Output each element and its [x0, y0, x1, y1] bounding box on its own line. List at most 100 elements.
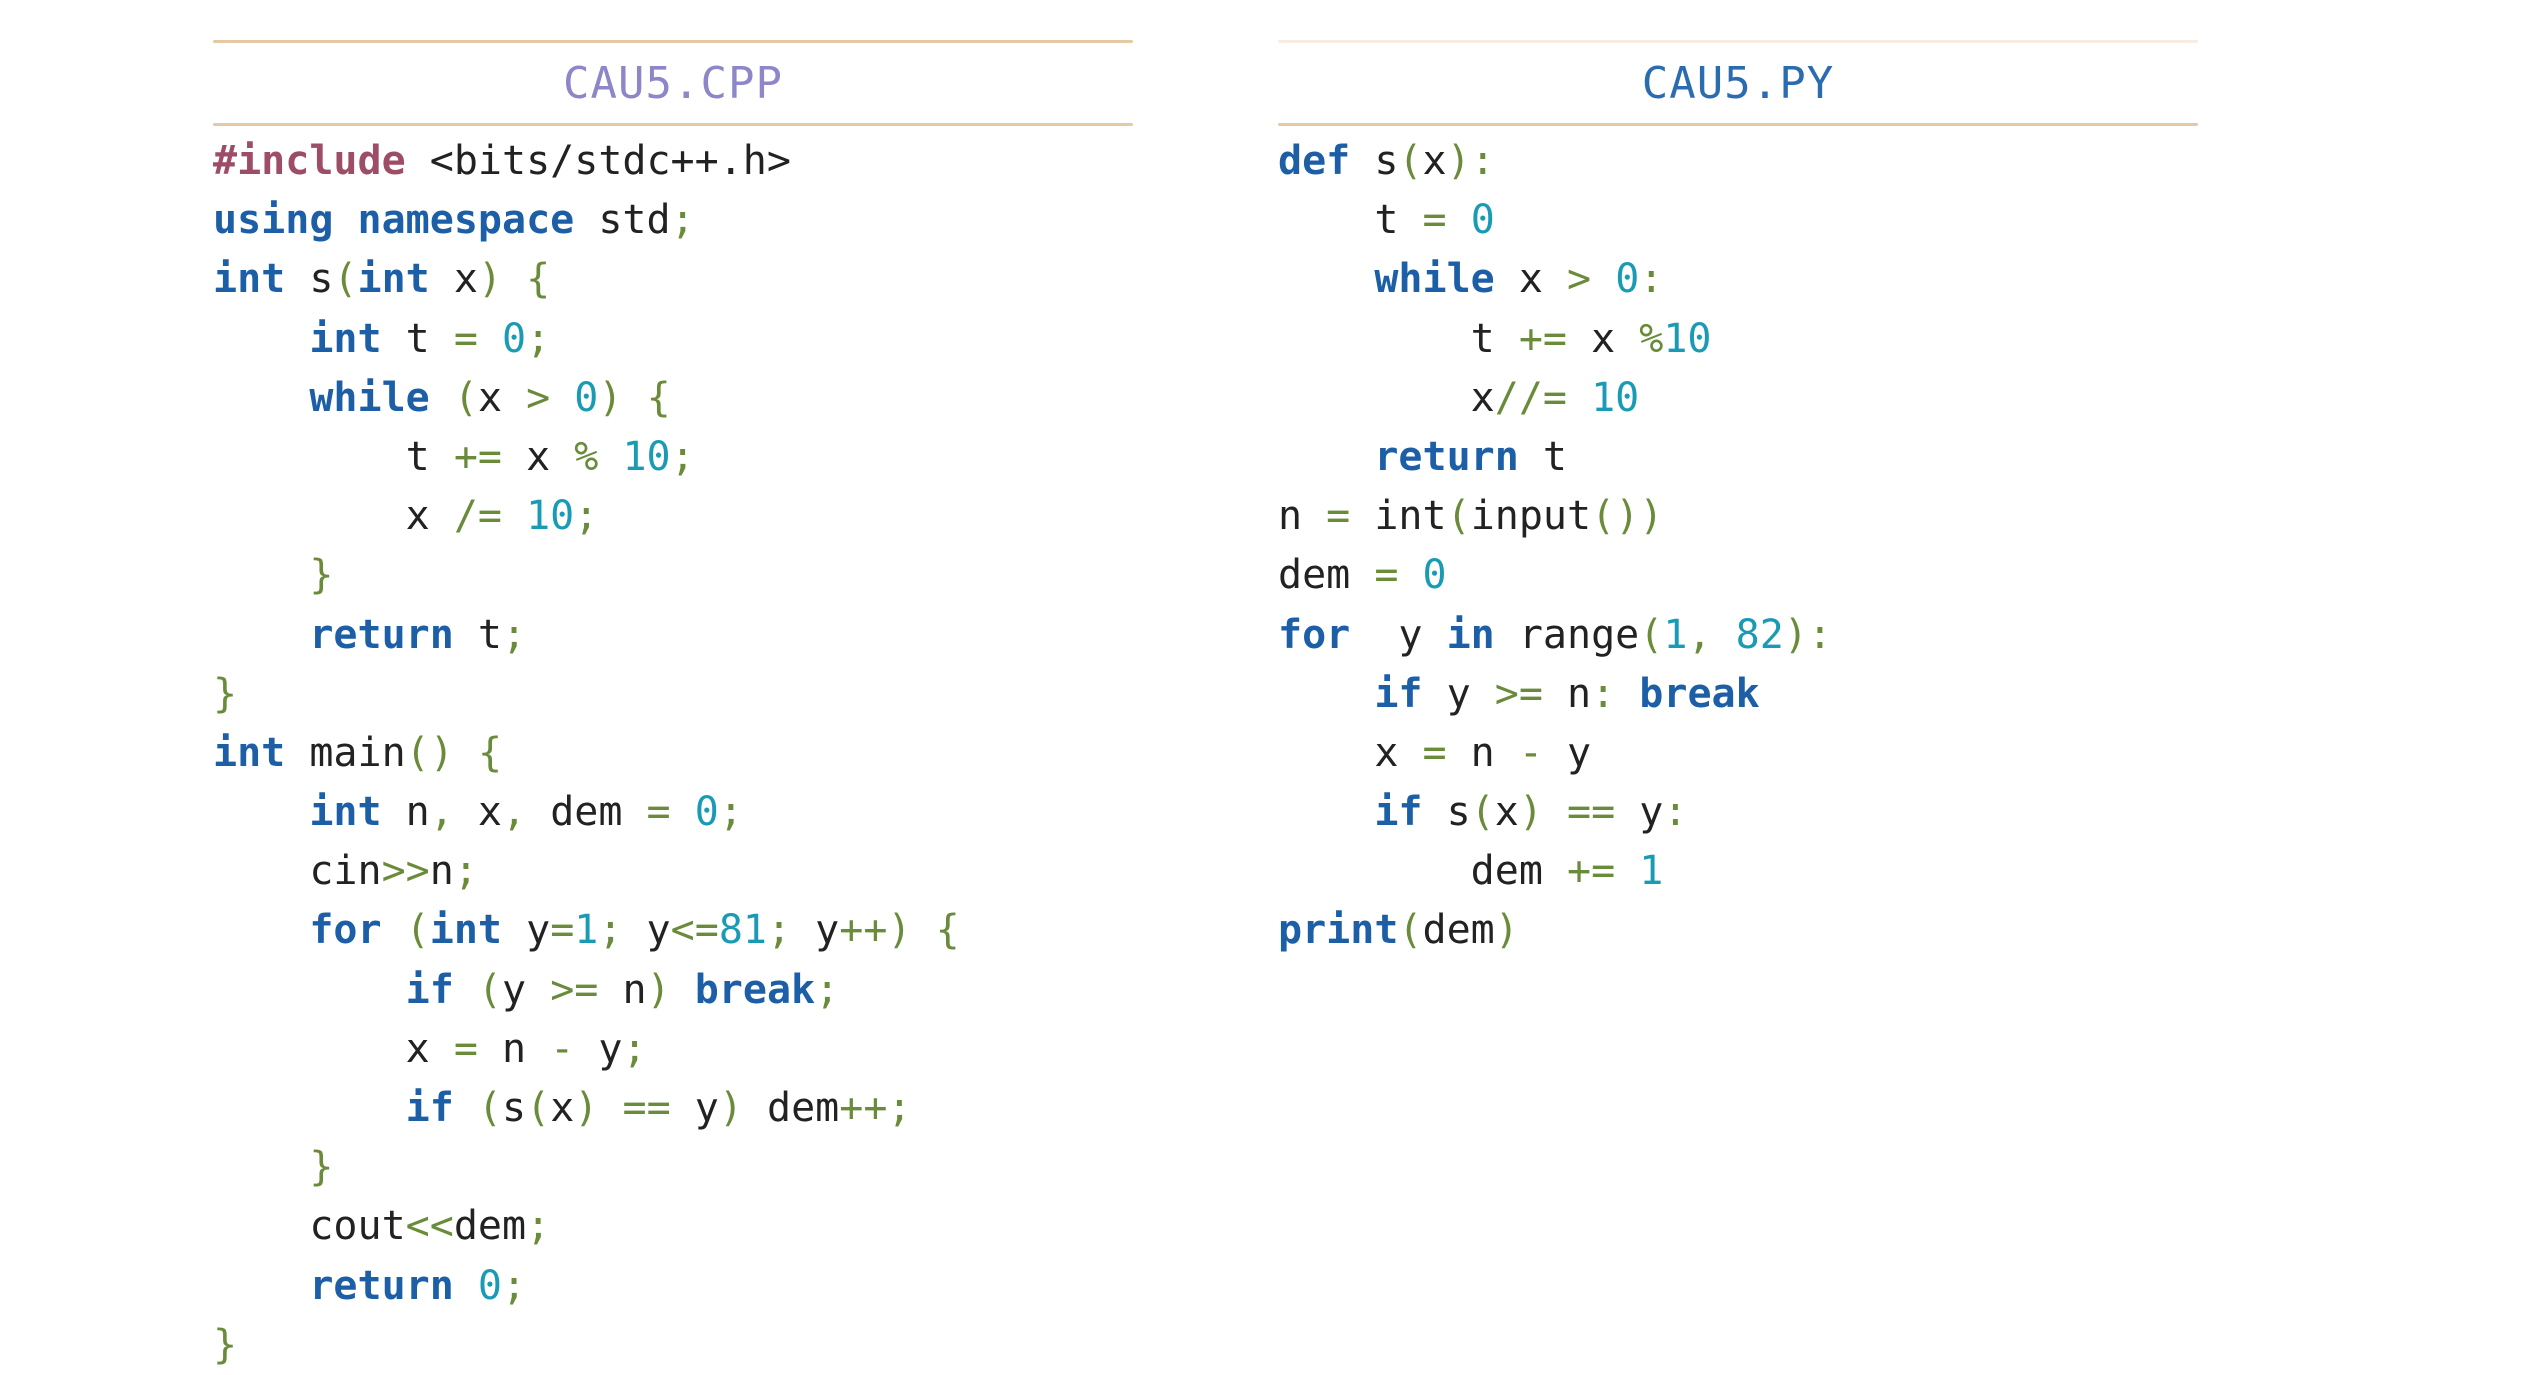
operator-token: ; — [502, 1262, 527, 1309]
operator-token: ( — [1470, 789, 1495, 836]
code-text-token: x — [477, 374, 527, 421]
header-top-rule — [213, 40, 1133, 43]
code-text-token: dem — [1278, 552, 1375, 599]
code-line: x /= 10; — [213, 487, 1133, 546]
code-text-token — [1278, 789, 1374, 835]
operator-token: % — [1639, 315, 1664, 362]
keyword-token: return — [309, 611, 454, 658]
code-line: cin>>n; — [213, 842, 1133, 901]
operator-token: - — [550, 1025, 575, 1072]
number-token: 10 — [622, 433, 671, 480]
operator-token: ++; — [839, 1085, 912, 1131]
code-text-token — [1278, 256, 1374, 302]
operator-token: } — [309, 552, 334, 599]
keyword-token: def — [1278, 138, 1351, 184]
code-text-token — [671, 789, 695, 835]
code-line: x//= 10 — [1278, 369, 2198, 428]
code-line: } — [213, 546, 1133, 605]
code-text-token — [213, 789, 309, 835]
code-text-token: n — [381, 789, 430, 836]
code-line: def s(x): — [1278, 132, 2198, 191]
code-text-token: <bits/stdc++.h> — [405, 138, 791, 184]
code-text-token: s — [502, 1085, 527, 1131]
operator-token: ( — [1446, 493, 1471, 540]
code-text-token: cin — [213, 848, 382, 895]
code-text-token: y — [791, 907, 840, 954]
keyword-token: if — [405, 966, 454, 1013]
code-text-token: cout — [213, 1203, 406, 1250]
number-token: 0 — [477, 1262, 503, 1309]
number-token: 81 — [718, 907, 767, 954]
code-text-token: t — [381, 315, 454, 362]
operator-token: ++) — [839, 907, 912, 954]
operator-token: ) — [1518, 789, 1543, 836]
keyword-token: in — [1446, 611, 1495, 658]
code-text-token — [1278, 671, 1374, 717]
cpp-code-block: #include <bits/stdc++.h>using namespace … — [213, 132, 1133, 1375]
code-line: } — [213, 665, 1133, 724]
code-text-token: n — [477, 1025, 551, 1072]
operator-token: : — [1639, 256, 1664, 303]
operator-token: ; — [526, 315, 551, 362]
header-bottom-rule — [1278, 123, 2198, 126]
operator-token: ) — [1494, 907, 1519, 954]
code-text-token: x — [1422, 138, 1447, 184]
code-text-token — [1712, 612, 1736, 658]
code-text-token: n — [1278, 493, 1327, 540]
operator-token: += — [1518, 315, 1567, 362]
operator-token: > — [1567, 256, 1592, 303]
operator-token: ) — [574, 1085, 599, 1131]
code-line: while (x > 0) { — [213, 369, 1133, 428]
operator-token: ( — [333, 256, 358, 303]
code-text-token: x — [1494, 256, 1567, 303]
code-text-token: x — [502, 433, 575, 480]
operator-token: >= — [1494, 670, 1543, 717]
keyword-token: int — [213, 729, 286, 776]
code-text-token — [213, 967, 406, 1013]
code-text-token: dem — [526, 789, 647, 836]
code-text-token: y — [1542, 729, 1592, 776]
number-token: 0 — [1422, 552, 1447, 599]
code-text-token: t — [1518, 433, 1567, 480]
operator-token: = — [453, 315, 478, 362]
code-text-token — [598, 434, 622, 480]
cpp-file-title: CAU5.CPP — [563, 57, 783, 109]
code-line: if s(x) == y: — [1278, 783, 2198, 842]
operator-token: ) — [646, 966, 671, 1013]
code-text-token: y — [622, 907, 671, 954]
operator-token: ; — [453, 848, 478, 895]
code-text-token: y — [502, 966, 551, 1013]
operator-token: ; — [766, 907, 792, 954]
number-token: 10 — [1663, 315, 1712, 362]
code-line: t = 0 — [1278, 191, 2198, 250]
number-token: 0 — [694, 789, 719, 836]
code-text-token: s — [1422, 789, 1471, 836]
operator-token: } — [309, 1144, 334, 1191]
code-text-token — [333, 197, 357, 243]
operator-token: ; — [718, 789, 743, 836]
operator-token: ; — [502, 611, 527, 658]
code-line: cout<<dem; — [213, 1197, 1133, 1256]
keyword-token: if — [405, 1085, 454, 1131]
number-token: 82 — [1735, 611, 1784, 658]
header-bottom-rule — [213, 123, 1133, 126]
keyword-token: if — [1374, 670, 1423, 717]
operator-token: ) — [477, 256, 503, 303]
operator-token: : — [1663, 789, 1688, 836]
operator-token: ; — [670, 197, 695, 244]
operator-token: == — [622, 1085, 671, 1131]
code-line: t += x % 10; — [213, 428, 1133, 487]
keyword-token: int — [309, 315, 382, 362]
code-line: int main() { — [213, 724, 1133, 783]
operator-token: } — [213, 1321, 238, 1368]
code-text-token — [550, 375, 574, 421]
keyword-token: namespace — [357, 197, 575, 244]
code-text-token: s — [1350, 138, 1399, 184]
keyword-token: return — [1374, 433, 1519, 480]
code-text-token: y — [574, 1025, 623, 1072]
code-line: return t; — [213, 606, 1133, 665]
keyword-token: print — [1278, 907, 1399, 954]
code-text-token: y — [1615, 789, 1664, 836]
number-token: 0 — [502, 315, 527, 362]
number-token: 10 — [1591, 374, 1640, 421]
